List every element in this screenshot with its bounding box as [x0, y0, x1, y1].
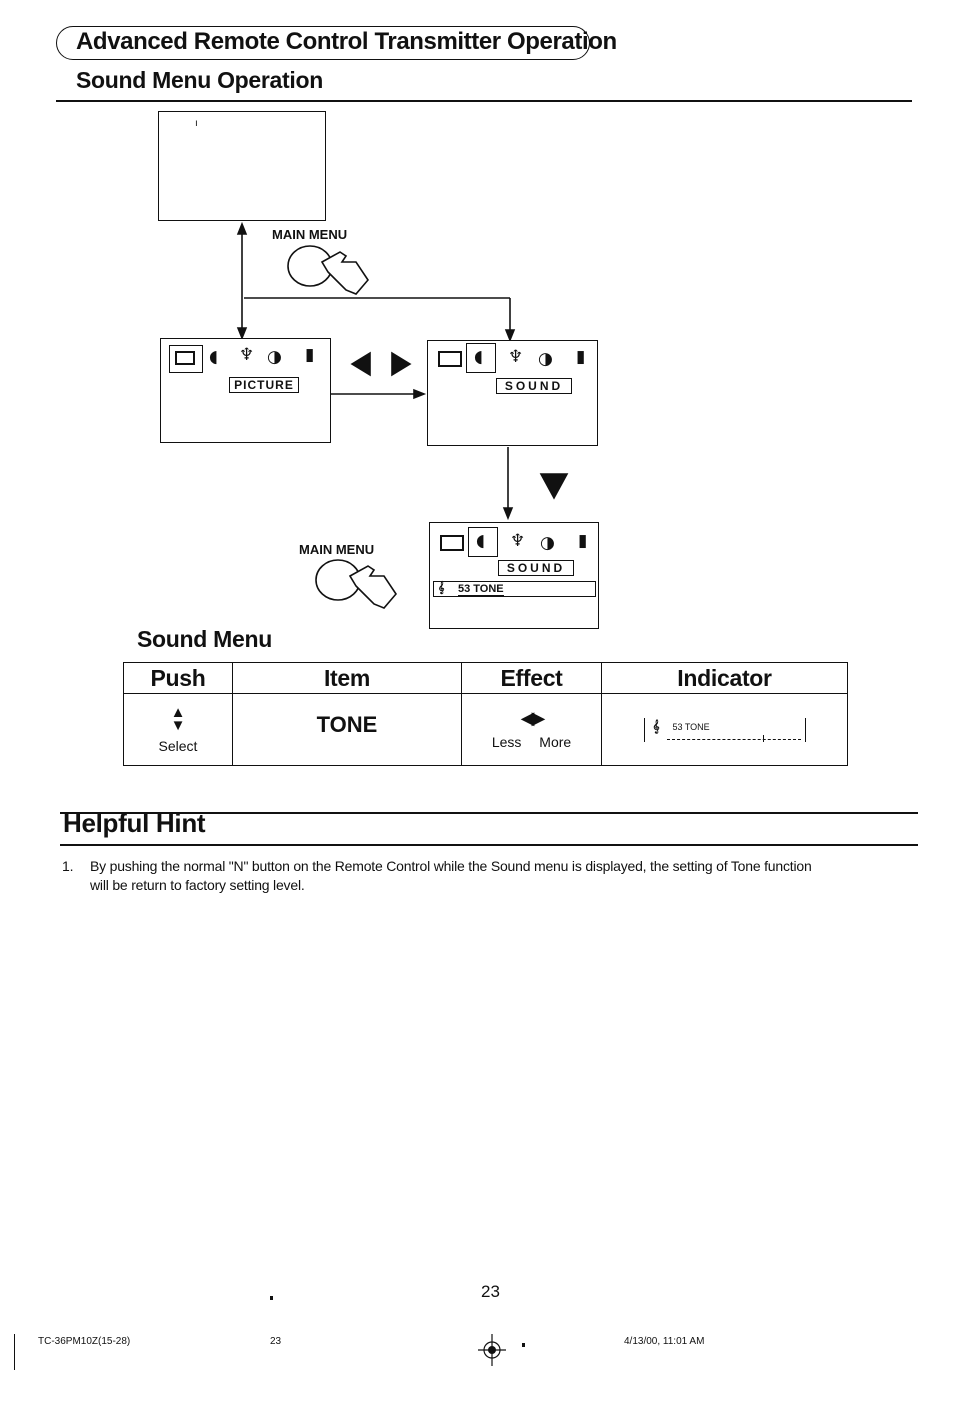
flow-connectors: [236, 221, 569, 609]
tone-scale: [666, 738, 801, 740]
hint-line-1: By pushing the normal "N" button on the …: [90, 858, 812, 874]
registration-mark-icon: [478, 1334, 506, 1366]
tv-icon: [438, 351, 462, 367]
page-subtitle: Sound Menu Operation: [76, 67, 323, 93]
sound-menu-table: Push Item Effect Indicator ▲▼ Select TON…: [123, 662, 848, 766]
footer-timestamp: 4/13/00, 11:01 AM: [624, 1336, 705, 1347]
timer-icon: ♆: [510, 531, 526, 551]
sound-icon: ◖: [474, 347, 483, 367]
effect-more: More: [539, 733, 572, 750]
tone-icon: 𝄞: [652, 718, 660, 733]
sound-icon: ◖: [476, 531, 485, 551]
push-cell: ▲▼ Select: [123, 693, 233, 766]
sound-icon-frame: ◖: [468, 527, 498, 557]
tone-bar: 𝄞 53 TONE: [433, 581, 596, 597]
tone-scale-marker: [762, 734, 764, 742]
tv-icon: [175, 351, 195, 365]
sound-icon: ◖: [209, 347, 218, 367]
main-menu-label: MAIN MENU: [299, 542, 375, 557]
tone-bar-text: 53 TONE: [458, 583, 504, 596]
indicator-text: 53 TONE: [672, 721, 710, 732]
picture-icon-frame: [169, 345, 203, 373]
title-frame: [56, 26, 590, 60]
hint-bottom-rule: [60, 844, 918, 846]
tv-screen-blank: ı: [158, 111, 326, 221]
indicator-cell: 𝄞 53 TONE: [601, 693, 848, 766]
footer-model: TC-36PM10Z(15-28): [38, 1336, 131, 1347]
hand-press-icon-2: [315, 559, 398, 609]
effect-cell: ◀▶ Less More: [461, 693, 602, 766]
right-arrow-icon: [391, 351, 412, 377]
item-tone: TONE: [316, 711, 378, 737]
up-down-arrow-icon: ▲▼: [170, 703, 186, 734]
setup-icon: ◑: [540, 533, 555, 553]
picture-label: PICTURE: [229, 377, 299, 393]
sound-menu-screen: ◖ ♆ ◑ ▮ SOUND: [427, 340, 598, 446]
lock-icon: ▮: [305, 345, 315, 365]
hand-press-icon: [287, 245, 370, 295]
item-cell: TONE: [232, 693, 462, 766]
timer-icon: ♆: [239, 345, 255, 365]
picture-menu-screen: ◖ ♆ ◑ ▮ PICTURE: [160, 338, 331, 443]
col-effect: Effect: [461, 662, 602, 694]
print-dot: [270, 1296, 273, 1300]
effect-labels: Less More: [462, 734, 601, 750]
tv-icon: [440, 535, 464, 551]
col-push: Push: [123, 662, 233, 694]
tone-indicator: 𝄞 53 TONE: [643, 717, 806, 742]
effect-less: Less: [491, 733, 522, 750]
col-indicator: Indicator: [601, 662, 848, 694]
print-dot: [522, 1343, 525, 1347]
header-rule: [56, 100, 912, 102]
lock-icon: ▮: [576, 347, 586, 367]
col-item: Item: [232, 662, 462, 694]
push-select-label: Select: [158, 737, 198, 754]
hint-number: 1.: [62, 858, 74, 874]
hint-line-2: will be return to factory setting level.: [90, 877, 305, 893]
setup-icon: ◑: [538, 349, 553, 369]
main-menu-label: MAIN MENU: [272, 227, 348, 242]
sound-icon-frame: ◖: [466, 343, 496, 373]
screen-mark: ı: [195, 118, 198, 129]
crop-mark: [14, 1334, 16, 1370]
left-arrow-icon: [350, 351, 371, 377]
hint-top-rule: [60, 812, 918, 814]
left-right-arrow-icon: ◀▶: [520, 707, 546, 728]
sound-label: SOUND: [496, 378, 572, 394]
tone-icon: 𝄞: [438, 582, 445, 594]
lock-icon: ▮: [578, 531, 588, 551]
sound-label: SOUND: [498, 560, 574, 576]
sound-menu-heading: Sound Menu: [137, 626, 272, 652]
sound-menu-tone-screen: ◖ ♆ ◑ ▮ SOUND 𝄞 53 TONE: [429, 522, 599, 629]
footer-page: 23: [270, 1336, 282, 1347]
page-number: 23: [481, 1282, 500, 1301]
helpful-hint-heading: Helpful Hint: [63, 808, 206, 838]
page-title: Advanced Remote Control Transmitter Oper…: [76, 28, 617, 55]
setup-icon: ◑: [267, 347, 282, 367]
down-arrow-icon: [539, 473, 569, 500]
timer-icon: ♆: [508, 347, 524, 367]
